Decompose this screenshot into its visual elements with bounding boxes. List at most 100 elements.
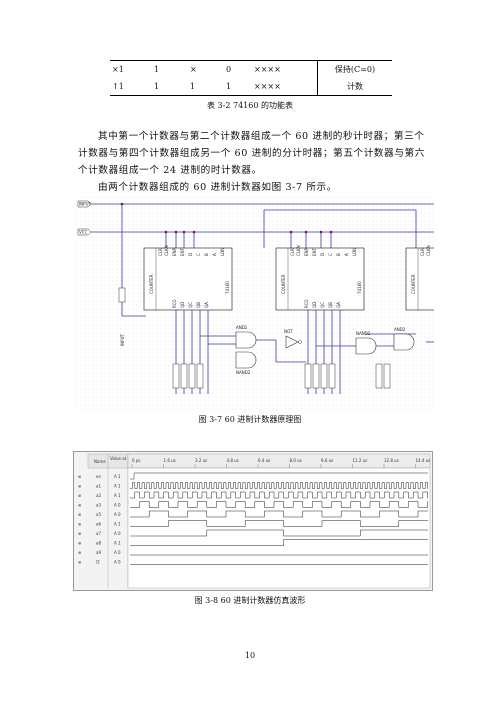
- signal-value: A 0: [114, 531, 121, 536]
- signal-type-icon: ⊕: [78, 541, 81, 546]
- pin-label: C: [196, 253, 201, 256]
- pin-label: ENP: [304, 247, 309, 256]
- counter-chip: COUNTER 74160 CLR CLKN ENP ENT D C B A L…: [143, 245, 233, 311]
- value-header: Value at 17.75 ns: [110, 456, 145, 461]
- signal-waveform: [130, 510, 428, 518]
- signal-name[interactable]: a8: [96, 541, 101, 546]
- pin-label: A: [212, 253, 217, 256]
- signal-waveform: [130, 501, 428, 508]
- signal-name[interactable]: a5: [96, 512, 101, 517]
- signal-type-icon: ⊕: [78, 531, 81, 536]
- signal-waveform: [130, 491, 428, 499]
- body-paragraph: 其中第一个计数器与第二个计数器组成一个 60 进制的秒计时器；第三个计数器与第四…: [78, 131, 425, 176]
- signal-type-icon: ⊕: [78, 474, 81, 479]
- signal-value: A 0: [114, 550, 121, 555]
- signal-waveform: [130, 529, 428, 537]
- logic-gate: AND2: [235, 325, 257, 349]
- schematic-diagram: INPUT VCC COUNTER 74160 CLR CLKN: [76, 196, 434, 410]
- signal-name[interactable]: a2: [96, 493, 101, 498]
- pin-label: RCO: [304, 299, 309, 308]
- pin-label: CLKN: [296, 245, 301, 256]
- pin-label: QD: [180, 302, 185, 308]
- signal-value: A 0: [114, 512, 121, 517]
- pin-label: D: [188, 253, 193, 256]
- signal-type-icon: ⊕: [78, 484, 81, 489]
- pin-label: C: [328, 253, 333, 256]
- signal-type-icon: ⊕: [78, 503, 81, 508]
- signal-type-icon: ⊕: [78, 493, 81, 498]
- pin-label: RCO: [172, 299, 177, 308]
- pin-label: ENT: [312, 247, 317, 256]
- pin-label: QD: [312, 302, 317, 308]
- table-cell: 0: [224, 60, 252, 78]
- counter-chip-partial: COUNTER CLR CLKN: [405, 245, 434, 311]
- time-tick-label: 8.0 us: [290, 458, 302, 463]
- counter-chip: COUNTER 74160 CLR CLKN ENP ENT D C B A L…: [275, 245, 365, 311]
- table-cell-result: 保持(C=0): [317, 60, 392, 78]
- signal-name[interactable]: a9: [96, 550, 101, 555]
- gate-label: NAND2: [356, 331, 371, 336]
- input-pin: INPUT: [77, 200, 92, 208]
- figure-caption: 图 3-7 60 进制计数器原理图: [198, 415, 302, 424]
- input-label: INPUT: [120, 333, 125, 346]
- signal-name[interactable]: l2: [96, 560, 100, 565]
- signal-name[interactable]: a3: [96, 503, 101, 508]
- vcc-label: VCC: [79, 230, 88, 235]
- signal-name[interactable]: a7: [96, 531, 101, 536]
- time-tick-label: 4.8 us: [227, 458, 239, 463]
- signal-name[interactable]: a6: [96, 522, 101, 527]
- input-pin-vertical: INPUT: [118, 287, 126, 346]
- gate-label: NAND2: [236, 370, 251, 375]
- pin-label: CLR: [420, 248, 425, 256]
- signal-value: A 1: [114, 474, 121, 479]
- chip-type: COUNTER: [411, 274, 416, 294]
- table-row: ↑1 1 1 1 ×××× 计数: [110, 78, 392, 96]
- gate-label: AND2: [394, 327, 406, 332]
- time-tick-label: 6.4 us: [258, 458, 270, 463]
- signal-value: A 1: [114, 484, 121, 489]
- table-cell: 1: [152, 60, 188, 78]
- logic-gate: AND2: [393, 327, 415, 351]
- pin-label: B: [336, 253, 341, 256]
- signal-value: A 1: [114, 541, 121, 546]
- signal-value: A 1: [114, 522, 121, 527]
- table-cell: 1: [224, 78, 252, 96]
- pin-label: LDN: [352, 248, 357, 256]
- input-label: INPUT: [79, 202, 92, 207]
- time-tick-label: 14.4 us: [416, 458, 431, 463]
- table-cell: ××××: [252, 60, 318, 78]
- pin-label: ENP: [172, 247, 177, 256]
- table-row: ×1 1 × 0 ×××× 保持(C=0): [110, 60, 392, 78]
- table-cell: ↑1: [110, 78, 152, 96]
- vcc-pin: VCC: [77, 228, 92, 236]
- chip-type: COUNTER: [281, 274, 286, 294]
- time-tick-label: 0 ps: [132, 458, 140, 463]
- signal-type-icon: ⊕: [78, 550, 81, 555]
- figure-caption: 图 3-8 60 进制计数器仿真波形: [194, 596, 306, 605]
- signal-name[interactable]: a1: [96, 484, 101, 489]
- time-tick-label: 3.2 us: [195, 458, 207, 463]
- signal-name[interactable]: en: [96, 474, 101, 479]
- signal-type-icon: ⊕: [78, 522, 81, 527]
- name-header: Name: [94, 459, 106, 464]
- time-tick-label: 9.6 us: [321, 458, 333, 463]
- pin-label: QB: [328, 302, 333, 308]
- table-cell: 1: [188, 78, 224, 96]
- pin-label: CLKN: [164, 245, 169, 256]
- signal-type-icon: ⊕: [78, 512, 81, 517]
- pin-label: B: [204, 253, 209, 256]
- table-caption: 表 3-2 74160 的功能表: [207, 101, 293, 110]
- pin-label: QC: [320, 302, 325, 308]
- chip-label: 74160: [225, 281, 230, 294]
- time-tick-label: 11.2 us: [353, 458, 368, 463]
- logic-gate: NAND2: [355, 331, 377, 355]
- gate-label: NOT: [284, 329, 293, 334]
- signal-waveform: [130, 482, 428, 489]
- signal-waveform: [130, 520, 428, 527]
- pin-label: QA: [204, 302, 209, 308]
- pin-label: CLR: [290, 248, 295, 256]
- pin-label: CLKN: [426, 245, 431, 256]
- pin-label: QA: [336, 302, 341, 308]
- signal-value: A 0: [114, 560, 121, 565]
- function-table: ×1 1 × 0 ×××× 保持(C=0) ↑1 1 1 1 ×××× 计数: [110, 60, 392, 96]
